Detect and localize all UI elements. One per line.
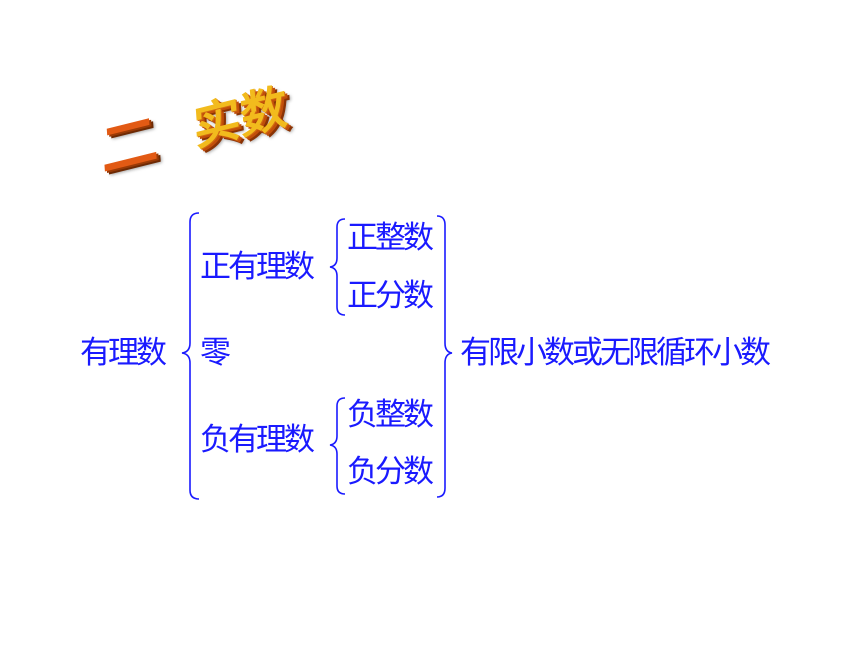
brace-negative <box>329 397 346 495</box>
positive-integer-label: 正整数 <box>347 220 434 256</box>
brace-conclusion <box>436 215 453 498</box>
positive-fraction-label: 正分数 <box>347 278 434 314</box>
root-label: 有理数 <box>80 335 167 371</box>
negative-integer-label: 负整数 <box>347 397 434 433</box>
conclusion-label: 有限小数或无限循环小数 <box>460 335 771 371</box>
negative-rational-label: 负有理数 <box>200 422 315 458</box>
zero-label: 零 <box>200 335 231 371</box>
negative-fraction-label: 负分数 <box>347 454 434 490</box>
brace-positive <box>329 218 346 316</box>
brace-root <box>181 212 200 500</box>
positive-rational-label: 正有理数 <box>200 249 315 285</box>
